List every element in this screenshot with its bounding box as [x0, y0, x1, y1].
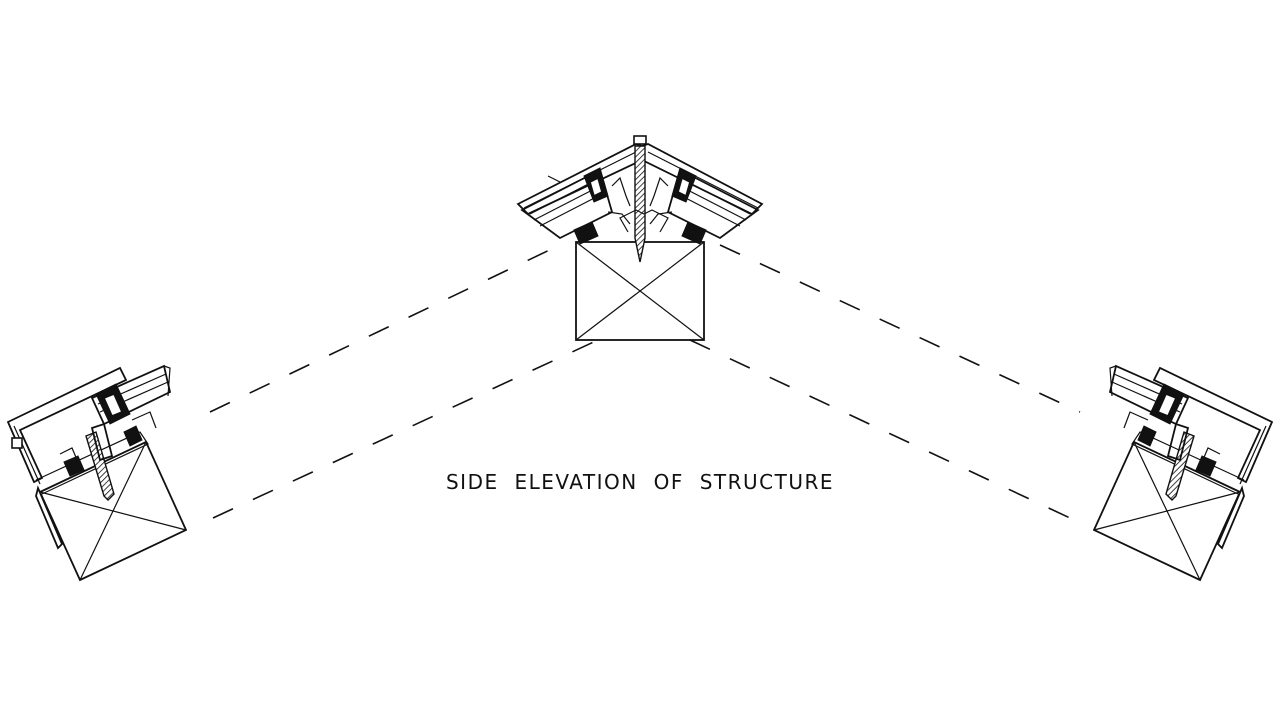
right-eaves-frame: [1131, 366, 1274, 495]
ridge-glazing-bar-right: [649, 167, 760, 245]
left-fascia: [35, 485, 64, 550]
ridge-gutter: [619, 209, 669, 233]
diagram-title: SIDE ELEVATION OF STRUCTURE: [445, 470, 834, 494]
left-glazing-bar: [90, 364, 172, 426]
ridge-screw: [634, 145, 646, 263]
right-glazing-bar: [1108, 364, 1190, 426]
ridge-detail: [516, 135, 764, 341]
ridge-glazing-bar-left: [520, 167, 631, 245]
right-eaves-detail: [1092, 364, 1274, 582]
left-screw-block: [90, 422, 114, 462]
dashed-outline-lower: [212, 339, 1071, 519]
right-eaves-beam: [1092, 440, 1242, 582]
left-eaves-frame: [6, 366, 149, 495]
left-eaves-detail: [6, 364, 188, 582]
left-screw: [85, 431, 115, 501]
left-gaskets: [59, 411, 157, 477]
right-gaskets: [1123, 411, 1221, 477]
ridge-clip-left: [611, 176, 631, 207]
right-screw-block: [1166, 422, 1190, 462]
right-screw: [1165, 431, 1195, 501]
right-fascia: [1216, 485, 1245, 550]
left-eaves-beam: [38, 440, 188, 582]
dashed-outline-upper: [209, 244, 1081, 413]
ridge-clip-right: [649, 176, 669, 207]
